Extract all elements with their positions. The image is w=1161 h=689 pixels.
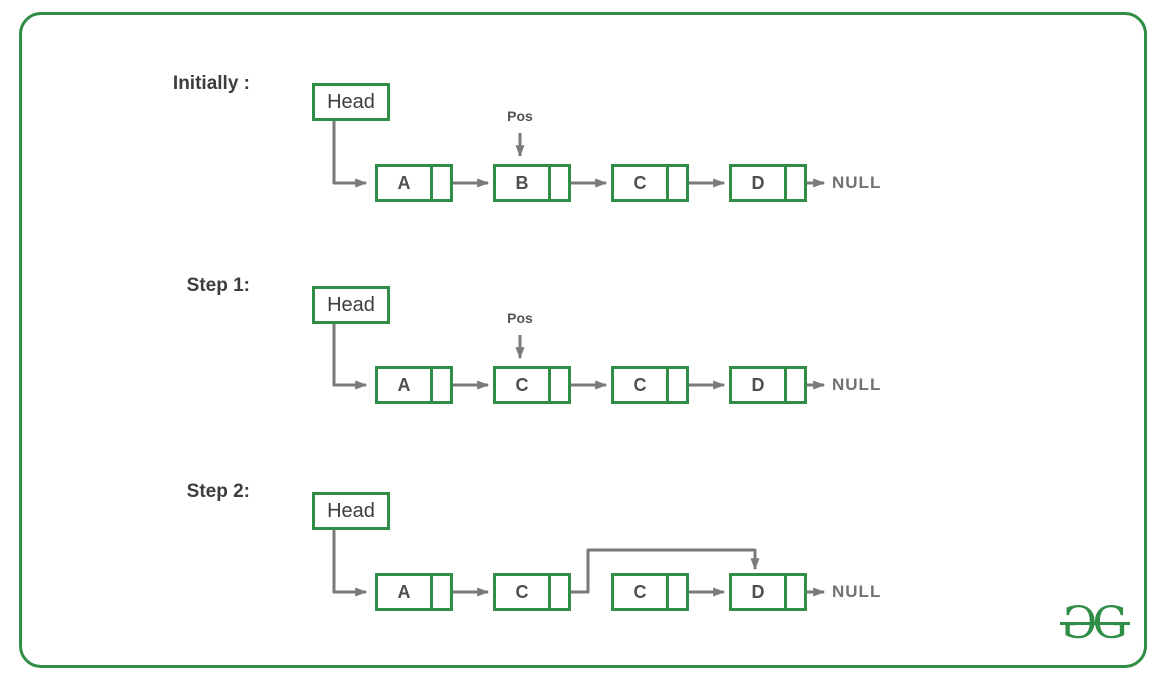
node-box: C [493,366,571,404]
node-box: B [493,164,571,202]
node-pointer-cell [433,167,450,199]
node-box: C [611,366,689,404]
head-arrow [332,530,368,597]
head-box: Head [312,492,390,530]
node-box: C [493,573,571,611]
node-value: A [378,167,433,199]
node-pointer-cell [551,576,568,608]
node-value: D [732,167,787,199]
node-value: A [378,369,433,401]
pos-label: Pos [507,108,533,124]
node-value: C [496,369,551,401]
null-label: NULL [832,582,882,601]
logo-crossbar [1060,622,1130,625]
node-box: D [729,164,807,202]
node-value: C [614,369,669,401]
node-value: C [496,576,551,608]
node-pointer-cell [551,167,568,199]
head-arrow [332,121,368,188]
row-label: Initially : [172,73,250,94]
node-box: A [375,164,453,202]
node-pointer-cell [787,369,804,401]
node-value: A [378,576,433,608]
node-value: C [614,167,669,199]
node-box: D [729,573,807,611]
head-box: Head [312,286,390,324]
node-value: D [732,369,787,401]
head-arrow [332,324,368,390]
node-pointer-cell [433,576,450,608]
node-value: C [614,576,669,608]
node-pointer-cell [669,576,686,608]
node-pointer-cell [433,369,450,401]
node-pointer-cell [669,167,686,199]
node-box: C [611,573,689,611]
card-frame [19,12,1147,668]
node-box: D [729,366,807,404]
node-pointer-cell [787,576,804,608]
skip-arrow [557,548,760,594]
node-value: B [496,167,551,199]
node-pointer-cell [551,369,568,401]
row-label: Step 1: [186,275,250,296]
geeksforgeeks-logo: GG [1060,598,1130,649]
pos-label: Pos [507,310,533,326]
row-label: Step 2: [186,481,250,502]
node-box: A [375,573,453,611]
node-value: D [732,576,787,608]
null-label: NULL [832,173,882,192]
head-box: Head [312,83,390,121]
node-pointer-cell [669,369,686,401]
node-pointer-cell [787,167,804,199]
node-box: A [375,366,453,404]
node-box: C [611,164,689,202]
null-label: NULL [832,375,882,394]
